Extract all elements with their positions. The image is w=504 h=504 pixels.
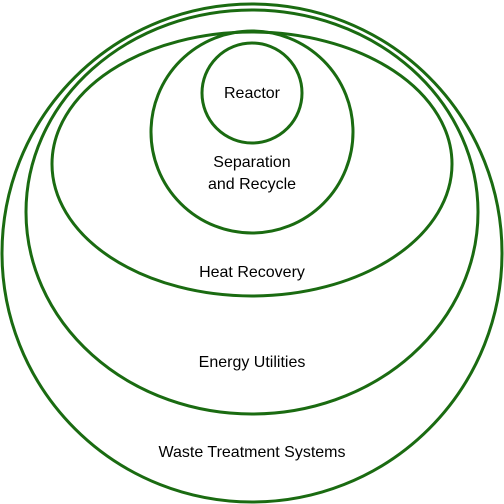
ring-reactor (200, 41, 304, 145)
ring-energy-utilities (24, 8, 480, 416)
label-waste-treatment: Waste Treatment Systems (158, 444, 345, 461)
label-energy-utilities: Energy Utilities (199, 354, 306, 371)
label-reactor: Reactor (224, 85, 281, 102)
ring-separation (149, 29, 355, 235)
label-separation-line1: Separation (213, 154, 290, 171)
label-separation-line2: and Recycle (208, 176, 296, 193)
label-heat-recovery: Heat Recovery (199, 264, 305, 281)
